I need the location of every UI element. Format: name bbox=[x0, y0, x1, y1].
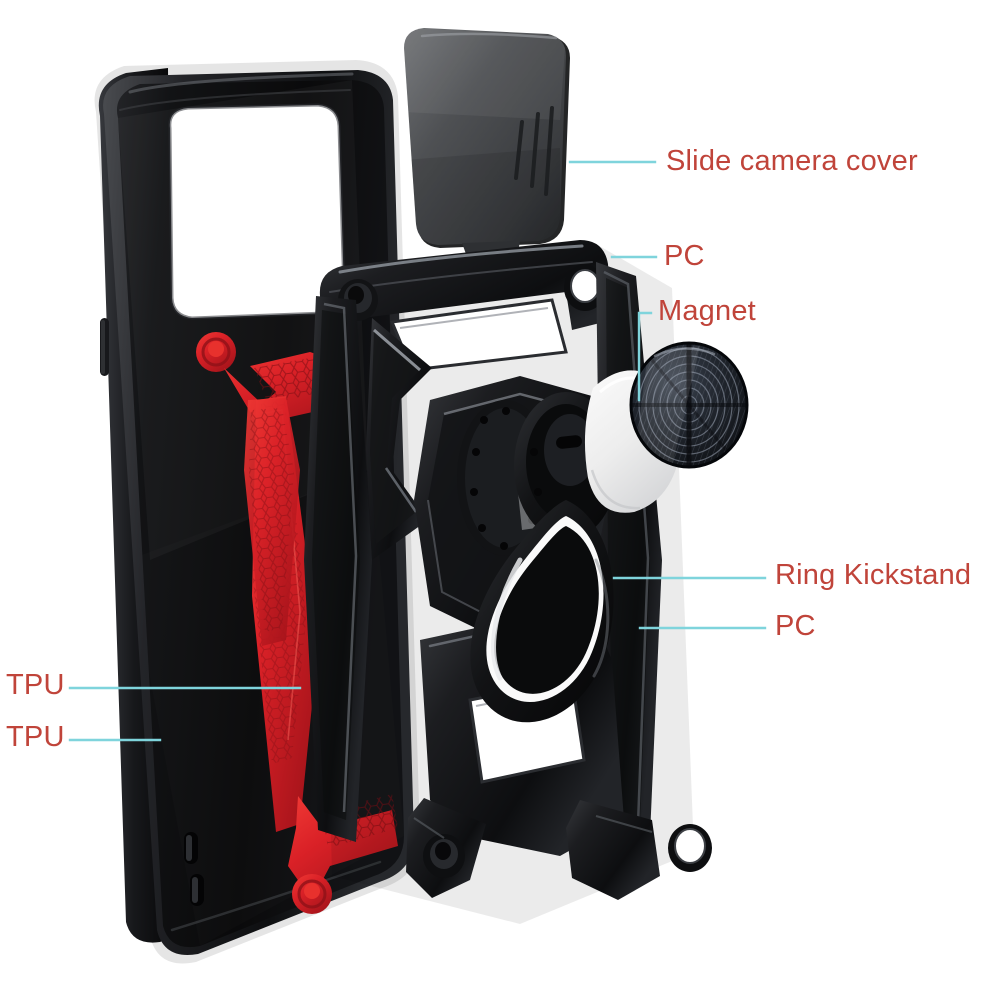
callout-label-magnet: Magnet bbox=[658, 295, 756, 327]
case-bottom-cutouts bbox=[184, 832, 204, 906]
callout-label-pc-bottom: PC bbox=[775, 610, 816, 642]
leader-lines bbox=[68, 160, 767, 742]
callout-label-pc-top: PC bbox=[664, 240, 705, 272]
frame-pin-bottom-right bbox=[668, 824, 712, 872]
callout-label-tpu-upper: TPU bbox=[6, 669, 65, 701]
finger-ring bbox=[470, 500, 614, 723]
callout-label-ring-kickstand: Ring Kickstand bbox=[775, 559, 972, 591]
callout-label-tpu-lower: TPU bbox=[6, 721, 65, 753]
case-side-buttons bbox=[100, 318, 109, 376]
callout-label-slide-camera-cover: Slide camera cover bbox=[666, 145, 918, 177]
slide-camera-cover-part bbox=[404, 28, 570, 254]
leader-magnet bbox=[637, 311, 653, 402]
magnet-disc-part bbox=[629, 341, 749, 469]
frame-pin-bottom-left bbox=[423, 834, 465, 878]
cover-grip-ribs bbox=[514, 106, 554, 196]
